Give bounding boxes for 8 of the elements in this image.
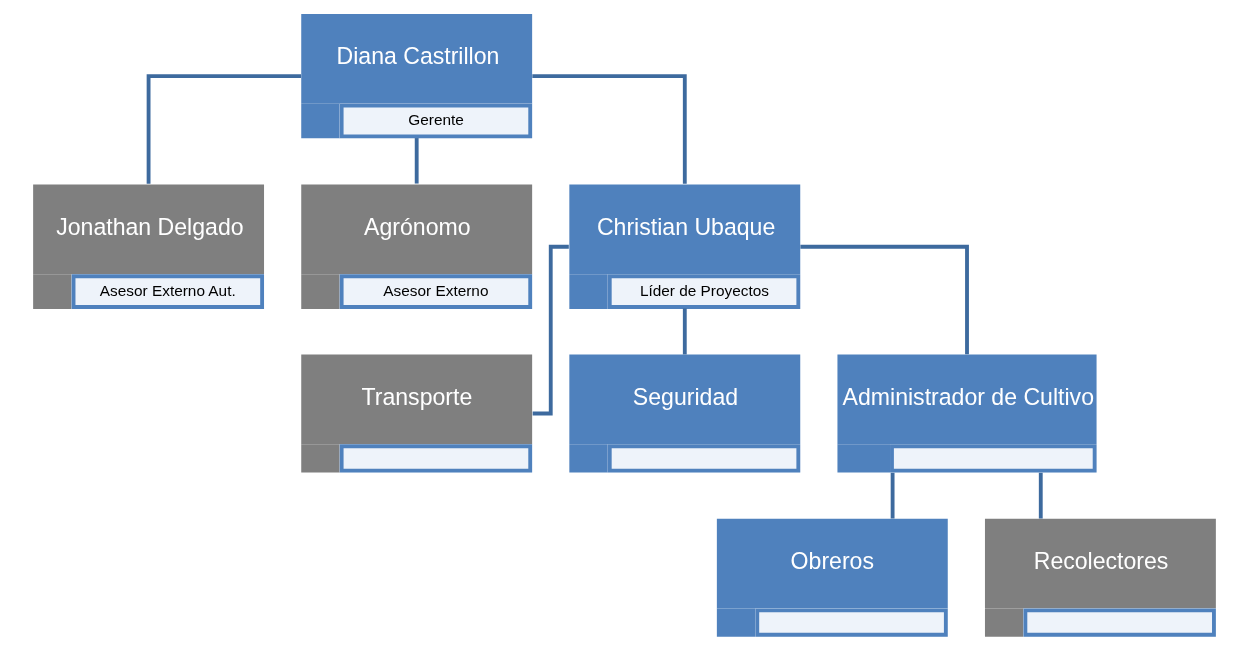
connector — [799, 244, 969, 355]
connector — [146, 74, 301, 184]
connector — [532, 244, 569, 416]
connector — [531, 74, 687, 184]
connector — [682, 308, 687, 355]
connector — [414, 138, 419, 184]
connector — [890, 472, 895, 519]
connector — [1038, 472, 1043, 519]
